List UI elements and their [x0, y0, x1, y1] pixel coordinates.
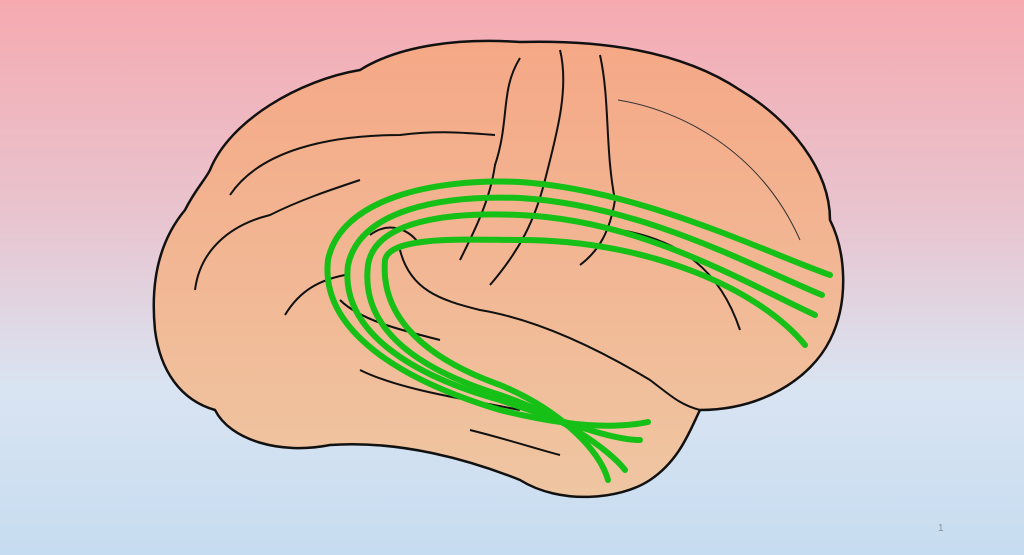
thin-sulcus	[617, 99, 801, 241]
slide-page-number: 1	[938, 523, 944, 534]
sulci	[194, 49, 741, 456]
arcuate-fasciculus-tracts	[324, 178, 833, 483]
brain-outline	[152, 39, 845, 499]
